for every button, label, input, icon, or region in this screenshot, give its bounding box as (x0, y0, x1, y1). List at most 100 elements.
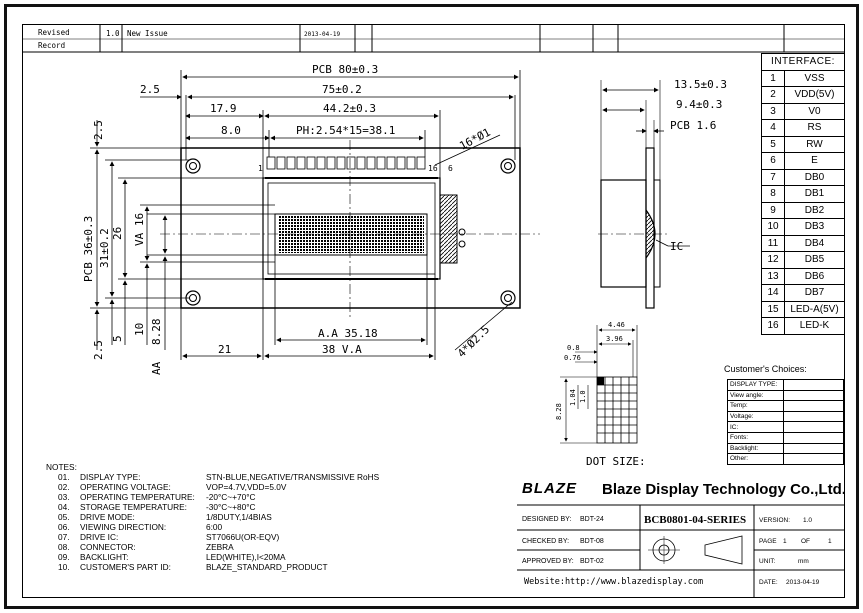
pin-number: 2 (761, 86, 785, 104)
notes-section: NOTES: 01.DISPLAY TYPE:STN-BLUE,NEGATIVE… (46, 462, 379, 572)
note-val: 6:00 (206, 522, 223, 532)
pin-number: 5 (761, 135, 785, 153)
page-label: PAGE (759, 538, 777, 545)
choice-label: DISPLAY TYPE: (727, 379, 784, 391)
pin-number: 1 (761, 69, 785, 87)
note-val: -20°C~+70°C (206, 492, 256, 502)
note-num: 08. (58, 542, 70, 552)
choice-row: Temp: (727, 400, 844, 412)
pin-name: VSS (784, 69, 845, 87)
note-key: DRIVE MODE: (80, 512, 135, 522)
unit-label: UNIT: (759, 558, 775, 565)
note-item: 01.DISPLAY TYPE:STN-BLUE,NEGATIVE/TRANSM… (46, 472, 379, 482)
choice-value (783, 379, 844, 391)
pin-number: 9 (761, 201, 785, 219)
choice-label: Voltage: (727, 410, 784, 423)
revision-label-2: Record (38, 41, 65, 50)
pin-name: VDD(5V) (784, 86, 845, 104)
choice-label: Backlight: (727, 442, 784, 455)
pin-16-label: 16 (428, 164, 438, 173)
note-num: 09. (58, 552, 70, 562)
note-val: LED(WHITE),I<20MA (206, 552, 286, 562)
note-item: 03.OPERATING TEMPERATURE:-20°C~+70°C (46, 492, 379, 502)
dim-height-26: 26 (111, 227, 124, 240)
note-item: 06.VIEWING DIRECTION:6:00 (46, 522, 379, 532)
pin-number: 12 (761, 251, 785, 269)
interface-title: INTERFACE: (761, 53, 845, 71)
choice-label: IC: (727, 421, 784, 433)
dim-left-2-5: 2.5 (140, 83, 160, 96)
note-val: ZEBRA (206, 542, 234, 552)
pin-header (266, 156, 426, 170)
revision-label-1: Revised (38, 28, 70, 37)
page-total: 1 (828, 538, 832, 545)
dim-44-2: 44.2±0.3 (323, 102, 376, 115)
company-name: Blaze Display Technology Co.,Ltd. (602, 481, 846, 498)
part-number: BCB0801-04-SERIES (644, 514, 746, 526)
choice-value (783, 389, 844, 402)
note-num: 03. (58, 492, 70, 502)
title-block-grid (517, 504, 845, 598)
side-dim-pcb-1-6: PCB 1.6 (670, 119, 716, 132)
pin-name: V0 (784, 102, 845, 120)
dim-aa-35-18: A.A 35.18 (318, 327, 378, 340)
note-num: 05. (58, 512, 70, 522)
dim-5: 5 (111, 335, 124, 342)
dim-pitch: PH:2.54*15=38.1 (296, 124, 395, 137)
choice-label: Other: (727, 453, 784, 465)
note-val: BLAZE_STANDARD_PRODUCT (206, 562, 328, 572)
pin-name: DB7 (784, 284, 845, 302)
note-item: 02.OPERATING VOLTAGE:VOP=4.7V,VDD=5.0V (46, 482, 379, 492)
note-val: ST7066U(OR-EQV) (206, 532, 280, 542)
title-block-text: DESIGNED BY: BDT-24 CHECKED BY: BDT-08 A… (522, 514, 832, 587)
pin-number: 13 (761, 267, 785, 285)
pin-number: 6 (761, 152, 785, 170)
dim-height-31: 31±0.2 (98, 228, 111, 268)
revision-description: New Issue (127, 29, 168, 38)
dot-0-8: 0.8 (567, 344, 580, 352)
choice-value (783, 421, 844, 433)
note-key: VIEWING DIRECTION: (80, 522, 167, 532)
pin-name: DB2 (784, 201, 845, 219)
note-num: 02. (58, 482, 70, 492)
choice-value (783, 410, 844, 423)
of-label: OF (801, 538, 810, 545)
note-item: 09. BACKLIGHT: LED(WHITE),I<20MA (46, 552, 379, 562)
choice-label: Fonts: (727, 431, 784, 444)
choice-row: Fonts: (727, 431, 844, 444)
pin-name: DB1 (784, 185, 845, 203)
note-item: 08.CONNECTOR:ZEBRA (46, 542, 379, 552)
dim-hole-4: 4*Ø2.5 (455, 323, 492, 360)
revision-version: 1.0 (106, 29, 120, 38)
dim-va-16: VA 16 (133, 213, 146, 246)
pin-name: E (784, 152, 845, 170)
side-dim-9-4: 9.4±0.3 (676, 98, 722, 111)
dot-4-46: 4.46 (608, 321, 625, 329)
dim-width-75: 75±0.2 (322, 83, 362, 96)
dot-1-0: 1.0 (579, 390, 587, 403)
choice-value (783, 431, 844, 444)
note-key: BACKLIGHT: (80, 552, 129, 562)
drawing-outer-frame (4, 4, 859, 609)
pin-name: DB0 (784, 168, 845, 186)
note-val: -30°C~+80°C (206, 502, 256, 512)
approved-label: APPROVED BY: (522, 558, 574, 565)
note-num: 07. (58, 532, 70, 542)
note-val: VOP=4.7V,VDD=5.0V (206, 482, 287, 492)
designed-label: DESIGNED BY: (522, 516, 571, 523)
version-label: VERSION: (759, 517, 790, 524)
revision-text: Revised Record 1.0 New Issue 2013-04-19 (38, 28, 341, 50)
note-val: STN-BLUE,NEGATIVE/TRANSMISSIVE RoHS (206, 472, 380, 482)
checked-label: CHECKED BY: (522, 538, 569, 545)
pin-number: 7 (761, 168, 785, 186)
pin-1-label: 1 (258, 164, 263, 173)
dot-size-detail (560, 325, 638, 444)
